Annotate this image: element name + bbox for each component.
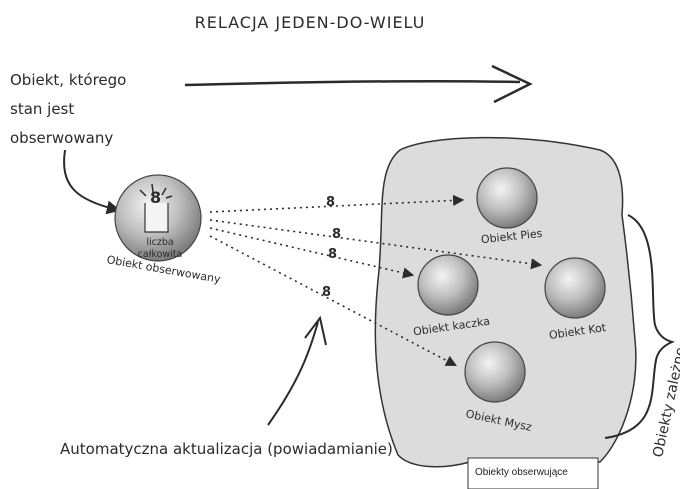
notify-value-kot: 8 [332, 227, 341, 242]
subject-note-arrow [64, 150, 118, 210]
observers-box-label: Obiekty obserwujące [475, 467, 568, 478]
subject-value-label-2: całkowita [138, 249, 183, 260]
diagram-title: RELACJA JEDEN-DO-WIELU [195, 13, 426, 32]
observer-kot: Obiekt Kot [545, 258, 607, 342]
value-holder-icon [145, 203, 168, 232]
notify-value-pies: 8 [326, 195, 335, 210]
one-to-many-arrow-head [492, 66, 530, 102]
subject-value: 8 [150, 188, 161, 207]
update-note: Automatyczna aktualizacja (powiadamianie… [60, 440, 393, 458]
subject-object: 8 liczba całkowita [115, 175, 201, 261]
subject-note-line-3: obserwowany [10, 129, 113, 147]
notify-value-mysz: 8 [322, 285, 331, 300]
notify-value-kaczka: 8 [328, 247, 337, 262]
update-arrow [268, 322, 318, 425]
subject-note-line-1: Obiekt, którego [10, 71, 126, 89]
subject-value-label-1: liczba [146, 237, 173, 248]
subject-note-line-2: stan jest [10, 100, 74, 118]
one-to-many-arrow [185, 81, 520, 85]
